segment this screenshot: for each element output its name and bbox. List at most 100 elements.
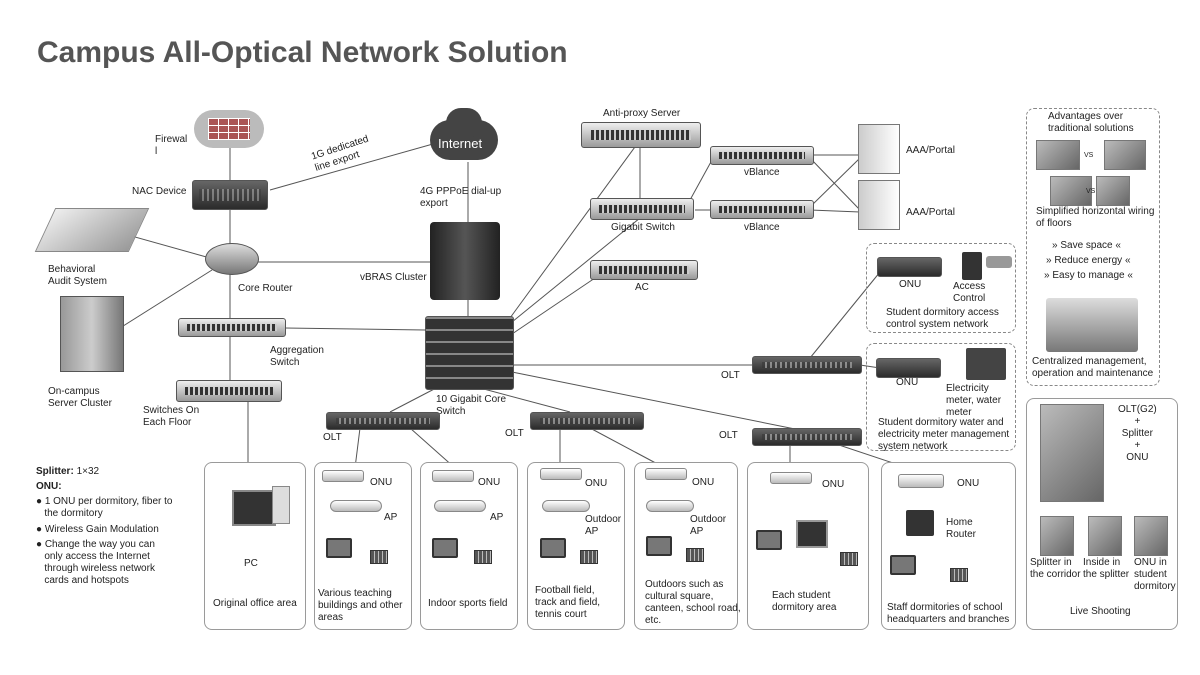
nac-device-icon: [192, 180, 268, 210]
inside-splitter-photo: [1088, 516, 1122, 556]
onu-heading: ONU:: [36, 481, 62, 492]
aaa-portal-server-icon-1: [858, 124, 900, 174]
area-box-staff: [881, 462, 1016, 630]
vblance-icon-1: [710, 146, 814, 165]
centralized-management-icon: [1046, 298, 1138, 352]
onu-icon-staff: [898, 474, 944, 488]
floor-switch-icon: [176, 380, 282, 402]
ap-icon-indoor: [434, 500, 486, 512]
area-label-office: Original office area: [213, 598, 297, 609]
optical-wiring-photo: [1104, 140, 1146, 170]
access-control-network-box: [866, 243, 1016, 333]
laptop-icon-staff: [890, 555, 916, 575]
onu-bullet-3: ● Change the way you can only access the…: [36, 539, 155, 586]
laptop-icon-indoor: [432, 538, 458, 558]
olt-left-label: OLT: [323, 432, 342, 443]
laptop-icon-outdoor: [646, 536, 672, 556]
onu-icon-teaching: [322, 470, 364, 482]
area-label-dormitory: Each student dormitory area: [772, 590, 837, 613]
vblance-label-1: vBlance: [744, 167, 780, 178]
ac-controller-icon: [590, 260, 698, 280]
internet-label: Internet: [438, 136, 483, 151]
electricity-meter-icon: [966, 348, 1006, 380]
laptop-icon-football: [540, 538, 566, 558]
onu-icon-indoor: [432, 470, 474, 482]
advantages-title: Advantages over traditional solutions: [1048, 111, 1134, 134]
ac-label: AC: [635, 282, 649, 293]
page-title: Campus All-Optical Network Solution: [37, 36, 568, 69]
access-control-onu-icon: [877, 257, 942, 277]
inside-splitter-caption: Inside in the splitter: [1083, 557, 1130, 580]
aaa-portal-label-1: AAA/Portal: [906, 145, 955, 156]
corridor-splitter-caption: Splitter in the corridor: [1030, 557, 1081, 580]
aaa-portal-label-2: AAA/Portal: [906, 207, 955, 218]
olt-mid-icon: [530, 412, 644, 430]
wiring-caption: Simplified horizontal wiring of floors: [1036, 206, 1155, 229]
meter-onu-icon: [876, 358, 941, 378]
meter-onu-label: ONU: [896, 377, 919, 388]
core-router-icon: [205, 243, 259, 275]
aggregation-switch-label: Aggregation Switch: [270, 345, 324, 368]
ap-icon-outdoor: [646, 500, 694, 512]
laptop-icon-teaching: [326, 538, 352, 558]
onu-label-outdoor: ONU: [692, 477, 715, 488]
access-control-onu-label: ONU: [899, 279, 922, 290]
phone-icon-staff: [950, 568, 968, 582]
floor-switches-label: Switches On Each Floor: [143, 405, 200, 428]
onu-label-dormitory: ONU: [822, 479, 845, 490]
vblance-label-2: vBlance: [744, 222, 780, 233]
olt-right-label: OLT: [721, 370, 740, 381]
traditional-wiring-photo: [1036, 140, 1080, 170]
ap-label-indoor: AP: [490, 512, 504, 523]
phone-icon-football: [580, 550, 598, 564]
aaa-portal-server-icon-2: [858, 180, 900, 230]
access-control-device-icon: [962, 252, 982, 280]
onu-label-staff: ONU: [957, 478, 980, 489]
area-label-football: Football field, track and field, tennis …: [535, 585, 601, 620]
phone-icon-indoor: [474, 550, 492, 564]
olt-left-icon: [326, 412, 440, 430]
server-cluster-label: On-campus Server Cluster: [48, 386, 112, 409]
aggregation-switch-icon: [178, 318, 286, 337]
pc-label: PC: [244, 558, 258, 569]
ap-label-football: Outdoor AP: [585, 514, 622, 537]
cabinet-photo-1: [1050, 176, 1092, 206]
gigabit-switch-label: Gigabit Switch: [611, 222, 675, 233]
vs-badge-2: VS: [1086, 188, 1096, 195]
splitter-ratio: 1×32: [76, 466, 100, 477]
anti-proxy-label: Anti-proxy Server: [603, 108, 681, 119]
advantage-save-space: » Save space «: [1052, 240, 1121, 251]
splitter-label: Splitter:: [36, 466, 74, 477]
firewall-icon: [194, 110, 264, 148]
phone-icon-dormitory: [840, 552, 858, 566]
olt-mid-label: OLT: [505, 428, 524, 439]
ap-label-teaching: AP: [384, 512, 398, 523]
area-label-outdoor: Outdoors such as cultural square, cantee…: [645, 579, 741, 626]
pppoe-label: 4G PPPoE dial-up export: [420, 186, 502, 209]
gigabit-switch-icon: [590, 198, 694, 220]
server-cluster-icon: [60, 296, 124, 372]
nac-device-label: NAC Device: [132, 186, 187, 197]
onu-icon-outdoor: [645, 468, 687, 480]
camera-icon: [986, 256, 1012, 268]
corridor-splitter-photo: [1040, 516, 1074, 556]
core-switch-icon: [425, 316, 514, 390]
vs-badge-1: VS: [1084, 152, 1094, 159]
vbras-cluster-label: vBRAS Cluster: [360, 272, 427, 283]
phone-icon-outdoor: [686, 548, 704, 562]
laptop-icon-dormitory: [756, 530, 782, 550]
desktop-icon-dormitory: [796, 520, 828, 548]
pc-icon: [232, 490, 276, 526]
olt-bottom-label: OLT: [719, 430, 738, 441]
vblance-icon-2: [710, 200, 814, 219]
behavioral-audit-label: Behavioral Audit System: [48, 264, 107, 287]
area-label-teaching: Various teaching buildings and other are…: [318, 588, 403, 623]
anti-proxy-server-icon: [581, 122, 701, 148]
home-router-icon: [906, 510, 934, 536]
pc-tower-icon: [272, 486, 290, 524]
onu-bullet-1: ● 1 ONU per dormitory, fiber to the dorm…: [36, 496, 173, 519]
onu-label-indoor: ONU: [478, 477, 501, 488]
access-control-caption: Student dormitory access control system …: [886, 307, 999, 330]
advantage-easy-manage: » Easy to manage «: [1044, 270, 1133, 281]
phone-icon-teaching: [370, 550, 388, 564]
